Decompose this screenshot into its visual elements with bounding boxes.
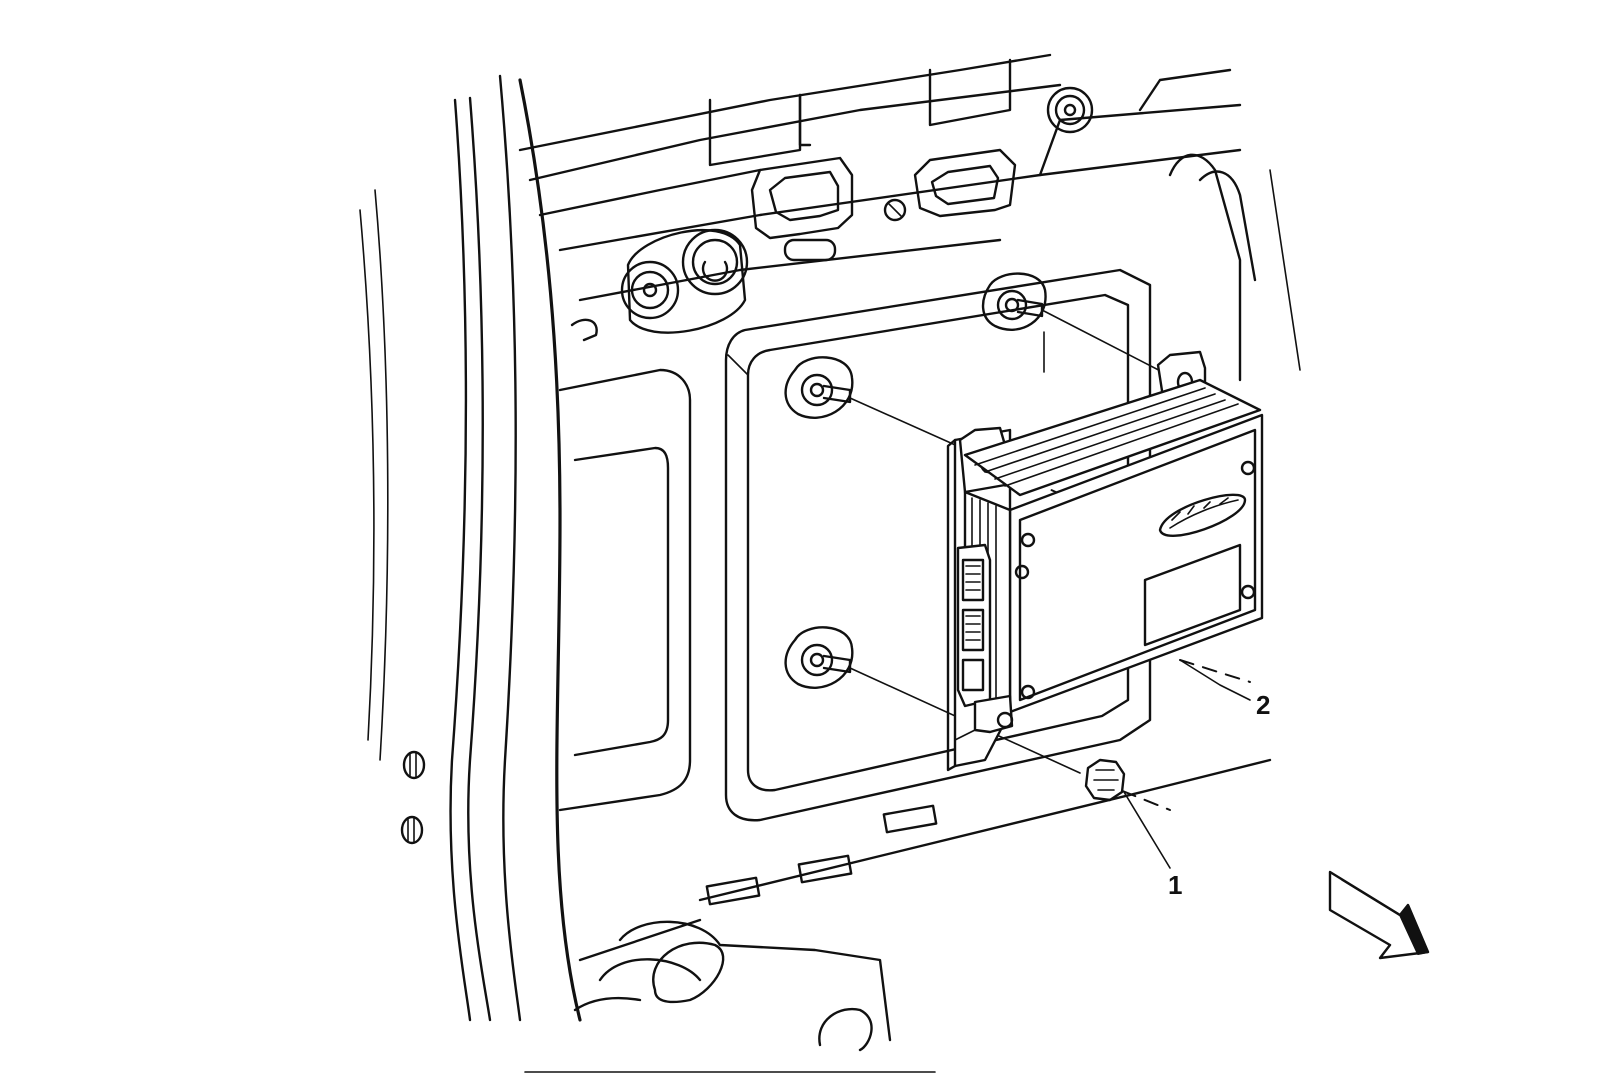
label-plate [1143,543,1242,647]
lower-body-panel [524,758,1272,1073]
callout-2-label: 2 [1256,690,1271,720]
amplifier-module [946,350,1264,772]
upper-body-panel [518,53,1301,382]
mounting-studs [784,272,1047,689]
brand-logo-badge [1158,493,1247,537]
side-inner-panel [558,368,692,812]
retaining-nut [1084,758,1126,802]
stud-upper-left [784,356,854,419]
callout-1-label: 1 [1168,870,1183,900]
leader-callout-1 [1123,791,1171,869]
forward-direction-arrow-icon [1328,870,1430,960]
stud-lower-left [784,626,854,689]
stud-upper-right [981,272,1047,331]
leader-callout-2 [1179,659,1251,701]
door-pillar [359,74,582,1022]
pillar-clips [400,750,426,845]
callout-leaders [1123,659,1251,869]
